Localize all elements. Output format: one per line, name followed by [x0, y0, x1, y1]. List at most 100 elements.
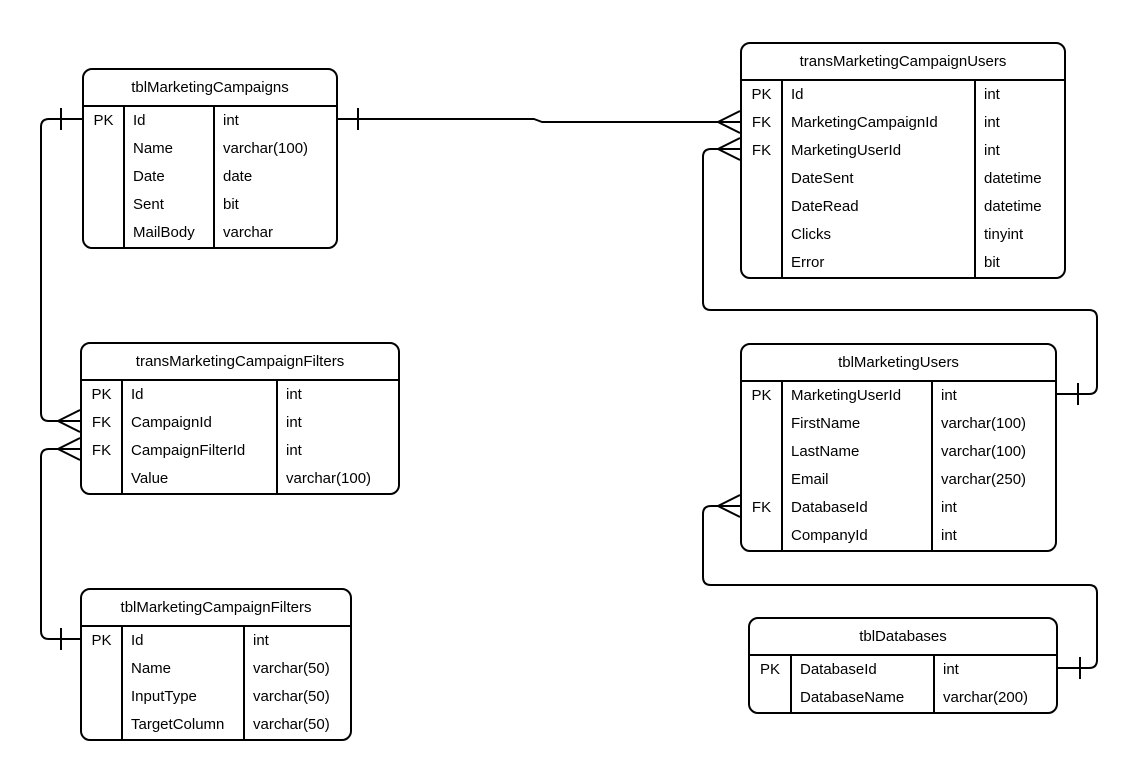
- column-key: [82, 465, 121, 493]
- column-key: PK: [759, 661, 780, 678]
- key-column: PK: [750, 656, 792, 712]
- column-name: Name: [131, 660, 172, 677]
- key-column: PK FK FK: [82, 381, 123, 493]
- relationship-campaigns-to-campaign-users: [338, 108, 741, 134]
- column-type: bit: [984, 254, 1000, 271]
- table-title: transMarketingCampaignFilters: [82, 344, 398, 381]
- column-name: Date: [133, 168, 165, 185]
- crows-foot-icon: [57, 437, 81, 461]
- column-name: DateSent: [791, 170, 854, 187]
- column-name: LastName: [791, 443, 860, 460]
- column-type: datetime: [984, 198, 1042, 215]
- column-key: [742, 221, 781, 249]
- connector-line: [702, 148, 1098, 395]
- column-type: varchar(50): [253, 688, 330, 705]
- column-name: CampaignFilterId: [131, 442, 246, 459]
- column-name: MailBody: [133, 224, 195, 241]
- column-type: int: [984, 86, 1000, 103]
- key-column: PK: [82, 627, 123, 739]
- column-key: [84, 219, 123, 247]
- column-key: [82, 683, 121, 711]
- column-name: Clicks: [791, 226, 831, 243]
- column-name: DatabaseName: [800, 689, 905, 706]
- table-title: tblMarketingUsers: [742, 345, 1055, 382]
- table-title: tblMarketingCampaigns: [84, 70, 336, 107]
- column-name: Name: [133, 140, 174, 157]
- column-key: [84, 163, 123, 191]
- column-type: int: [286, 414, 302, 431]
- column-key: [742, 522, 781, 550]
- column-key: FK: [751, 499, 772, 516]
- column-type: bit: [223, 196, 239, 213]
- column-name: CampaignId: [131, 414, 212, 431]
- column-key: [742, 410, 781, 438]
- key-column: PK FK: [742, 382, 783, 550]
- column-type: int: [984, 142, 1000, 159]
- column-key: [750, 684, 790, 712]
- column-key: [742, 165, 781, 193]
- column-key: [84, 135, 123, 163]
- relationship-campaigns-to-campaign-filters: [40, 108, 82, 433]
- column-type: int: [286, 386, 302, 403]
- column-type: int: [984, 114, 1000, 131]
- column-key: FK: [751, 114, 772, 131]
- column-name: Id: [791, 86, 804, 103]
- column-type: varchar(100): [223, 140, 309, 157]
- connector-line: [40, 118, 82, 422]
- crows-foot-icon: [717, 110, 741, 134]
- column-name: TargetColumn: [131, 716, 225, 733]
- column-type: int: [253, 632, 269, 649]
- column-key: FK: [91, 414, 112, 431]
- column-key: [82, 655, 121, 683]
- column-type: varchar(50): [253, 660, 330, 677]
- column-name: Email: [791, 471, 829, 488]
- table-title: tblMarketingCampaignFilters: [82, 590, 350, 627]
- crows-foot-icon: [717, 137, 741, 161]
- key-column: PK: [84, 107, 125, 247]
- column-type: int: [941, 499, 957, 516]
- column-type: varchar: [223, 224, 274, 241]
- column-name: Id: [131, 632, 144, 649]
- relationship-marketing-users-to-campaign-users: [702, 137, 1098, 405]
- column-name: CompanyId: [791, 527, 868, 544]
- column-key: PK: [751, 387, 772, 404]
- column-type: varchar(100): [286, 470, 372, 487]
- column-name: MarketingCampaignId: [791, 114, 938, 131]
- column-type: datetime: [984, 170, 1042, 187]
- column-key: [742, 438, 781, 466]
- column-key: FK: [91, 442, 112, 459]
- column-key: [742, 249, 781, 277]
- column-type: varchar(200): [943, 689, 1029, 706]
- column-type: varchar(250): [941, 471, 1027, 488]
- column-name: DatabaseId: [800, 661, 877, 678]
- connector-line: [40, 448, 80, 640]
- column-key: PK: [91, 386, 112, 403]
- column-name: InputType: [131, 688, 197, 705]
- column-name: MarketingUserId: [791, 142, 902, 159]
- column-type: int: [223, 112, 239, 129]
- column-key: PK: [91, 632, 112, 649]
- crows-foot-icon: [717, 494, 741, 518]
- column-name: Value: [131, 470, 169, 487]
- relationship-databases-to-marketing-users: [702, 494, 1098, 679]
